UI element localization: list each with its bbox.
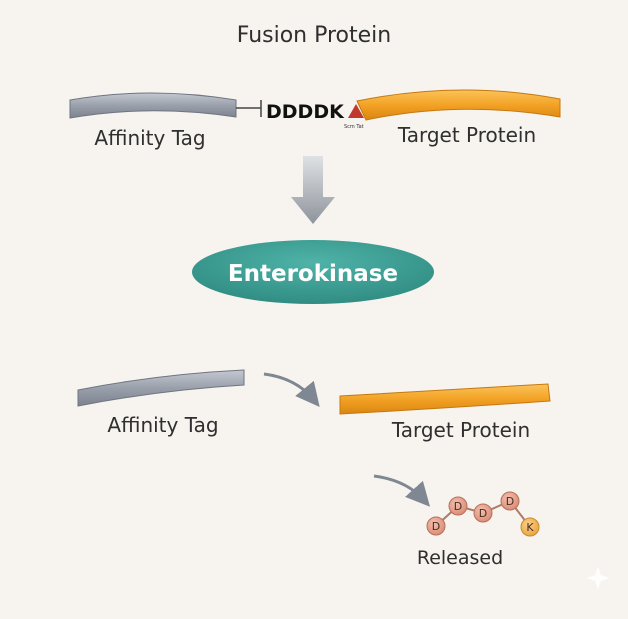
peptide-residue-bead	[426, 516, 446, 536]
peptide-residue-letter: D	[479, 507, 487, 520]
released-peptide-chain: DDDDK	[426, 491, 540, 537]
fusion-affinity-tag-ribbon	[69, 92, 237, 119]
release-arrow	[373, 474, 431, 507]
product-affinity-tag-ribbon	[77, 369, 245, 407]
product-target-protein-ribbon	[339, 383, 551, 415]
product-target-protein-label: Target Protein	[391, 418, 530, 442]
peptide-residue-bead	[520, 517, 540, 537]
sparkle-icon	[586, 566, 610, 590]
released-label: Released	[417, 547, 503, 569]
cleavage-site-marker	[348, 104, 364, 118]
enterokinase-enzyme	[192, 240, 434, 304]
peptide-residue-bead	[500, 491, 520, 511]
fusion-affinity-tag-label: Affinity Tag	[94, 126, 205, 150]
peptide-residue-letter: K	[526, 521, 534, 534]
cleavage-down-arrow	[291, 156, 335, 224]
enterokinase-label: Enterokinase	[228, 261, 398, 287]
peptide-residue-letter: D	[454, 500, 462, 513]
product-separation-arrow	[263, 372, 320, 407]
peptide-residue-bead	[448, 496, 468, 516]
fusion-target-protein-label: Target Protein	[397, 123, 536, 147]
peptide-residue-bead	[473, 503, 493, 523]
cleavage-site-label: Scm Tat	[344, 124, 364, 130]
fusion-linker-sequence: DDDDK	[266, 101, 345, 123]
fusion-target-protein-ribbon	[356, 89, 561, 121]
product-affinity-tag-label: Affinity Tag	[107, 413, 218, 437]
peptide-residue-letter: D	[432, 520, 440, 533]
diagram-title: Fusion Protein	[237, 23, 391, 48]
peptide-residue-letter: D	[506, 495, 514, 508]
